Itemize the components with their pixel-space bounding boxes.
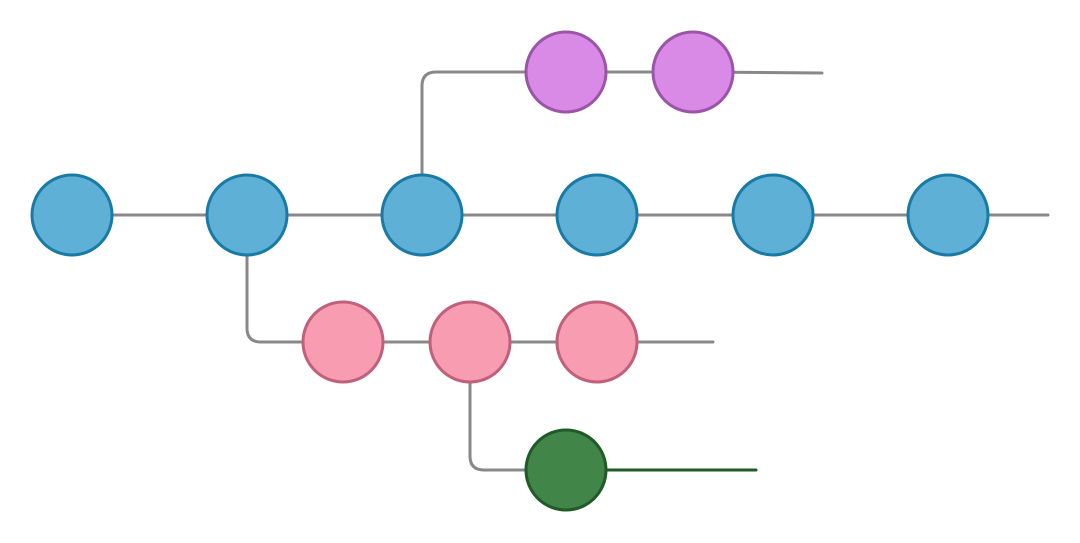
main-commit-node-1 — [30, 173, 114, 257]
pink-commit-node-2 — [428, 300, 512, 384]
main-commit-node-6 — [906, 173, 990, 257]
green-commit-node-1 — [524, 428, 608, 512]
pink-branch-connector — [245, 253, 305, 344]
main-commit-node-2 — [205, 173, 289, 257]
main-commit-node-4 — [555, 173, 639, 257]
purple-branch-connector — [420, 70, 528, 177]
main-commit-node-3 — [380, 173, 464, 257]
purple-commit-node-1 — [524, 30, 608, 114]
green-branch-connector — [468, 380, 528, 472]
pink-commit-node-1 — [301, 300, 385, 384]
commit-layer — [30, 30, 990, 512]
main-commit-node-5 — [731, 173, 815, 257]
pink-commit-node-3 — [555, 300, 639, 384]
connector-layer — [70, 70, 1050, 472]
purple-commit-node-2 — [651, 30, 735, 114]
